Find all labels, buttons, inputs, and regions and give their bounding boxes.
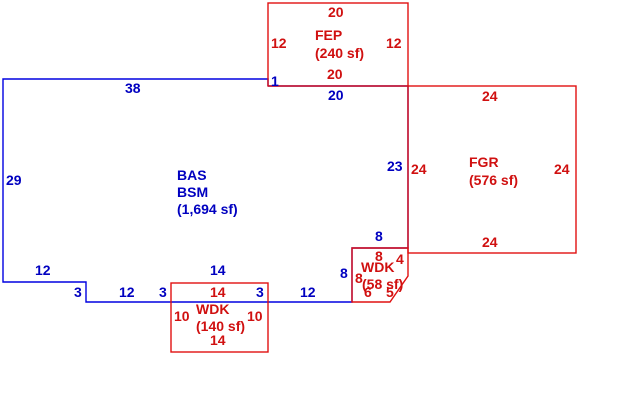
- dim-fgr-bottom: 24: [482, 234, 498, 250]
- wdk-small-area-size: (58 sf): [362, 276, 403, 292]
- dim-main-bottom-right: 12: [300, 284, 316, 300]
- dim-fep-top: 20: [328, 4, 344, 20]
- dim-fgr-top: 24: [482, 88, 498, 104]
- dim-wdkb-top: 14: [210, 284, 226, 300]
- wdk-bottom-area-size: (140 sf): [196, 318, 245, 334]
- fep-code: FEP: [315, 27, 342, 43]
- fgr-code: FGR: [469, 154, 499, 170]
- fep-area-size: (240 sf): [315, 45, 364, 61]
- dim-main-bottom-mid-left: 3: [159, 284, 167, 300]
- dim-wdks-right: 4: [396, 251, 404, 267]
- wdk-small-code: WDK: [361, 259, 394, 275]
- wdk-bottom-outline: [170, 282, 269, 353]
- dim-main-bottom-mid: 14: [210, 262, 226, 278]
- dim-fgr-left: 24: [411, 161, 427, 177]
- dim-main-right-lower: 8: [340, 265, 348, 281]
- dim-fgr-right: 24: [554, 161, 570, 177]
- dim-main-right-bottom: 8: [375, 228, 383, 244]
- main-code-bas: BAS: [177, 167, 207, 183]
- dim-wdkb-bottom: 14: [210, 332, 226, 348]
- dim-main-corner: 1: [271, 73, 279, 89]
- dim-fep-bottom: 20: [327, 66, 343, 82]
- wdk-bottom-code: WDK: [196, 301, 229, 317]
- dim-fep-left: 12: [271, 35, 287, 51]
- main-code-bsm: BSM: [177, 184, 208, 200]
- fgr-outline: [407, 85, 577, 254]
- dim-main-top: 38: [125, 80, 141, 96]
- dim-wdks-left: 8: [355, 270, 363, 286]
- dim-main-fep-edge: 20: [328, 87, 344, 103]
- dim-wdkb-right: 10: [247, 308, 263, 324]
- fgr-area-size: (576 sf): [469, 172, 518, 188]
- fep-outline: [267, 2, 409, 87]
- dim-main-left: 29: [6, 172, 22, 188]
- dim-fep-right: 12: [386, 35, 402, 51]
- dim-wdks-bottom: 6: [364, 284, 372, 300]
- dim-main-step-left: 3: [74, 284, 82, 300]
- main-area-size: (1,694 sf): [177, 201, 238, 217]
- dim-main-bottom-left: 12: [119, 284, 135, 300]
- dim-wdkb-left: 10: [174, 308, 190, 324]
- dim-main-right: 23: [387, 158, 403, 174]
- dim-wdks-top: 8: [375, 248, 383, 264]
- dim-wdks-diag: 5: [386, 284, 394, 300]
- dim-main-step-top: 12: [35, 262, 51, 278]
- dim-main-bottom-mid-right: 3: [256, 284, 264, 300]
- wdk-small-outline: [351, 247, 409, 303]
